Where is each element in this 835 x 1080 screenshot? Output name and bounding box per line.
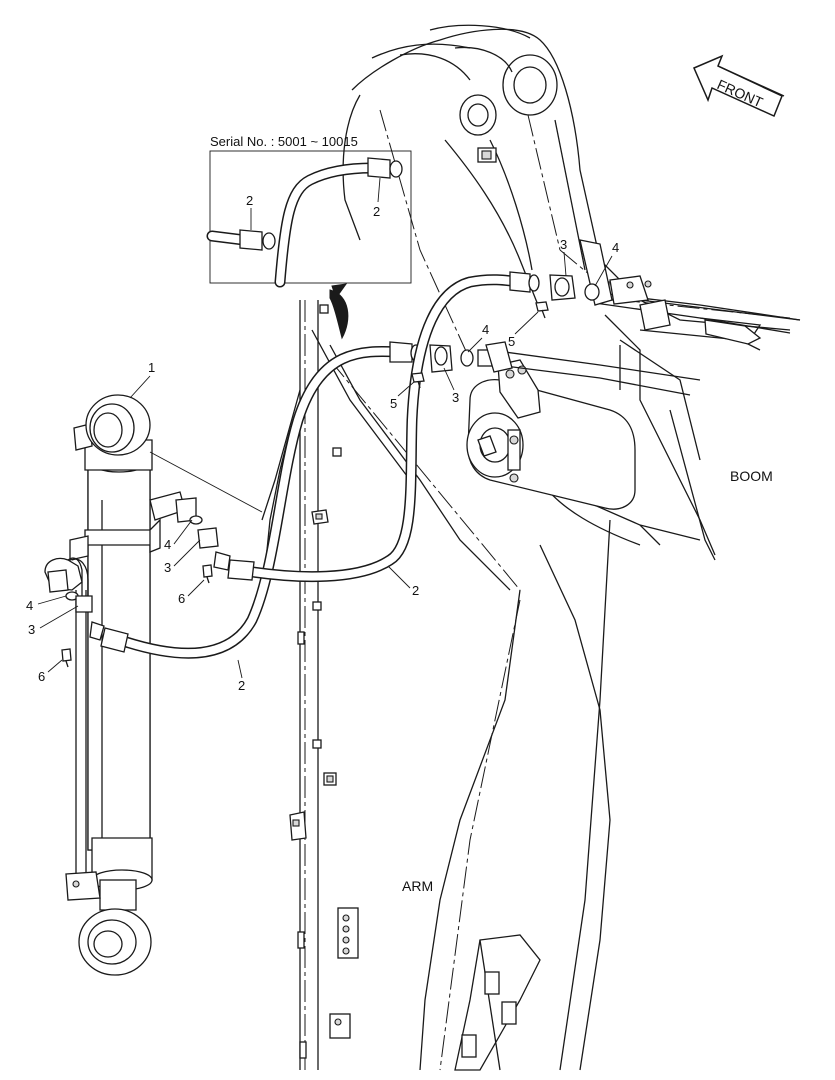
callout-flange-cyl-left: 3 [28, 622, 35, 637]
serial-label: Serial No. : 5001 ~ 10015 [210, 134, 358, 149]
callout-bolt6-cyl-right: 6 [178, 591, 185, 606]
boom-pivot-mount [466, 239, 801, 510]
callout-cylinder: 1 [148, 360, 155, 375]
callout-bolt5-middle: 5 [390, 396, 397, 411]
serial-inset: Serial No. : 5001 ~ 10015 2 2 [206, 134, 412, 288]
fittings-cylinder-side [47, 497, 219, 668]
arm-cylinder [44, 394, 263, 976]
boom-label: BOOM [730, 468, 773, 484]
callout-oring-cyl-left: 4 [26, 598, 33, 613]
callout-oring-middle: 4 [482, 322, 489, 337]
callout-hose-upper: 2 [412, 583, 419, 598]
inset-pointer-arrow [329, 283, 349, 340]
callout-hose-inset-left: 2 [246, 193, 253, 208]
arm-structure [261, 300, 611, 1071]
callouts: 1 2 2 3 4 5 4 3 5 4 3 6 4 3 6 [26, 237, 619, 693]
callout-flange-middle: 3 [452, 390, 459, 405]
callout-oring-cyl-right: 4 [164, 537, 171, 552]
fittings-upper-right [411, 274, 600, 389]
boom-structure [342, 24, 801, 561]
arm-label: ARM [402, 878, 433, 894]
callout-flange-cyl-right: 3 [164, 560, 171, 575]
callout-hose-lower: 2 [238, 678, 245, 693]
callout-flange-upper: 3 [560, 237, 567, 252]
hose-upper [213, 271, 540, 583]
front-direction-arrow: FRONT [693, 54, 785, 118]
callout-bolt6-cyl-left: 6 [38, 669, 45, 684]
callout-bolt5-upper: 5 [508, 334, 515, 349]
callout-hose-inset-right: 2 [373, 204, 380, 219]
callout-oring-upper: 4 [612, 240, 619, 255]
